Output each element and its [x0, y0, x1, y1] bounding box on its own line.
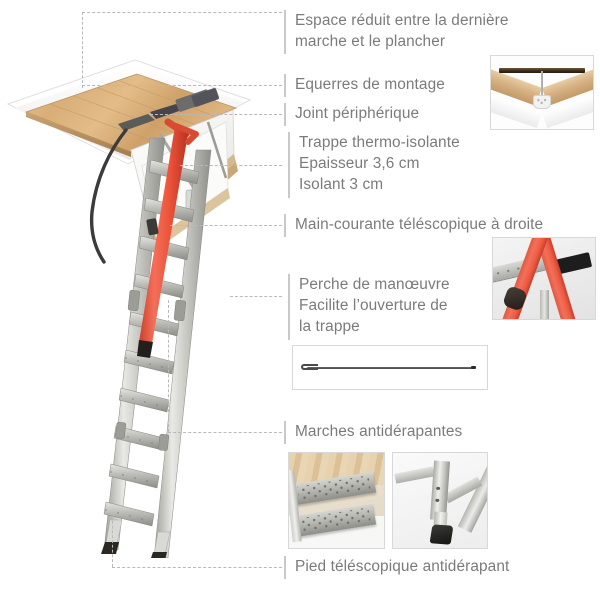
ladder-svg	[6, 59, 252, 564]
photo-telescopic-handrail	[492, 237, 596, 320]
leader-equerres	[82, 85, 282, 86]
callout-equerres: Equerres de montage	[284, 74, 445, 97]
callout-marches: Marches antidérapantes	[284, 421, 462, 444]
leader-joint	[150, 114, 282, 115]
callout-joint: Joint périphérique	[284, 103, 419, 126]
leader-espace	[82, 12, 282, 13]
leader-pied-vertical	[112, 516, 113, 567]
callout-perche: Perche de manœuvre Facilite l’ouverture …	[288, 274, 450, 340]
leader-espace-vertical	[82, 12, 83, 88]
leader-trappe	[180, 165, 282, 166]
loft-ladder-illustration	[0, 38, 280, 564]
callout-main-courante: Main-courante téléscopique à droite	[284, 214, 543, 237]
photo-operating-pole	[292, 345, 488, 390]
leader-marches	[168, 432, 282, 433]
leader-marches-vertical	[168, 300, 169, 432]
photo-mounting-brackets	[490, 55, 594, 130]
photo-telescopic-foot	[392, 452, 488, 549]
leader-pied	[112, 567, 282, 568]
callout-pied: Pied téléscopique antidérapant	[284, 556, 509, 579]
photo-anti-slip-steps	[288, 452, 385, 549]
callout-trappe: Trappe thermo-isolante Epaisseur 3,6 cm …	[288, 132, 460, 198]
leader-main-courante	[170, 225, 282, 226]
leader-perche	[230, 296, 282, 297]
callout-espace-reduit: Espace réduit entre la dernière marche e…	[284, 10, 509, 54]
